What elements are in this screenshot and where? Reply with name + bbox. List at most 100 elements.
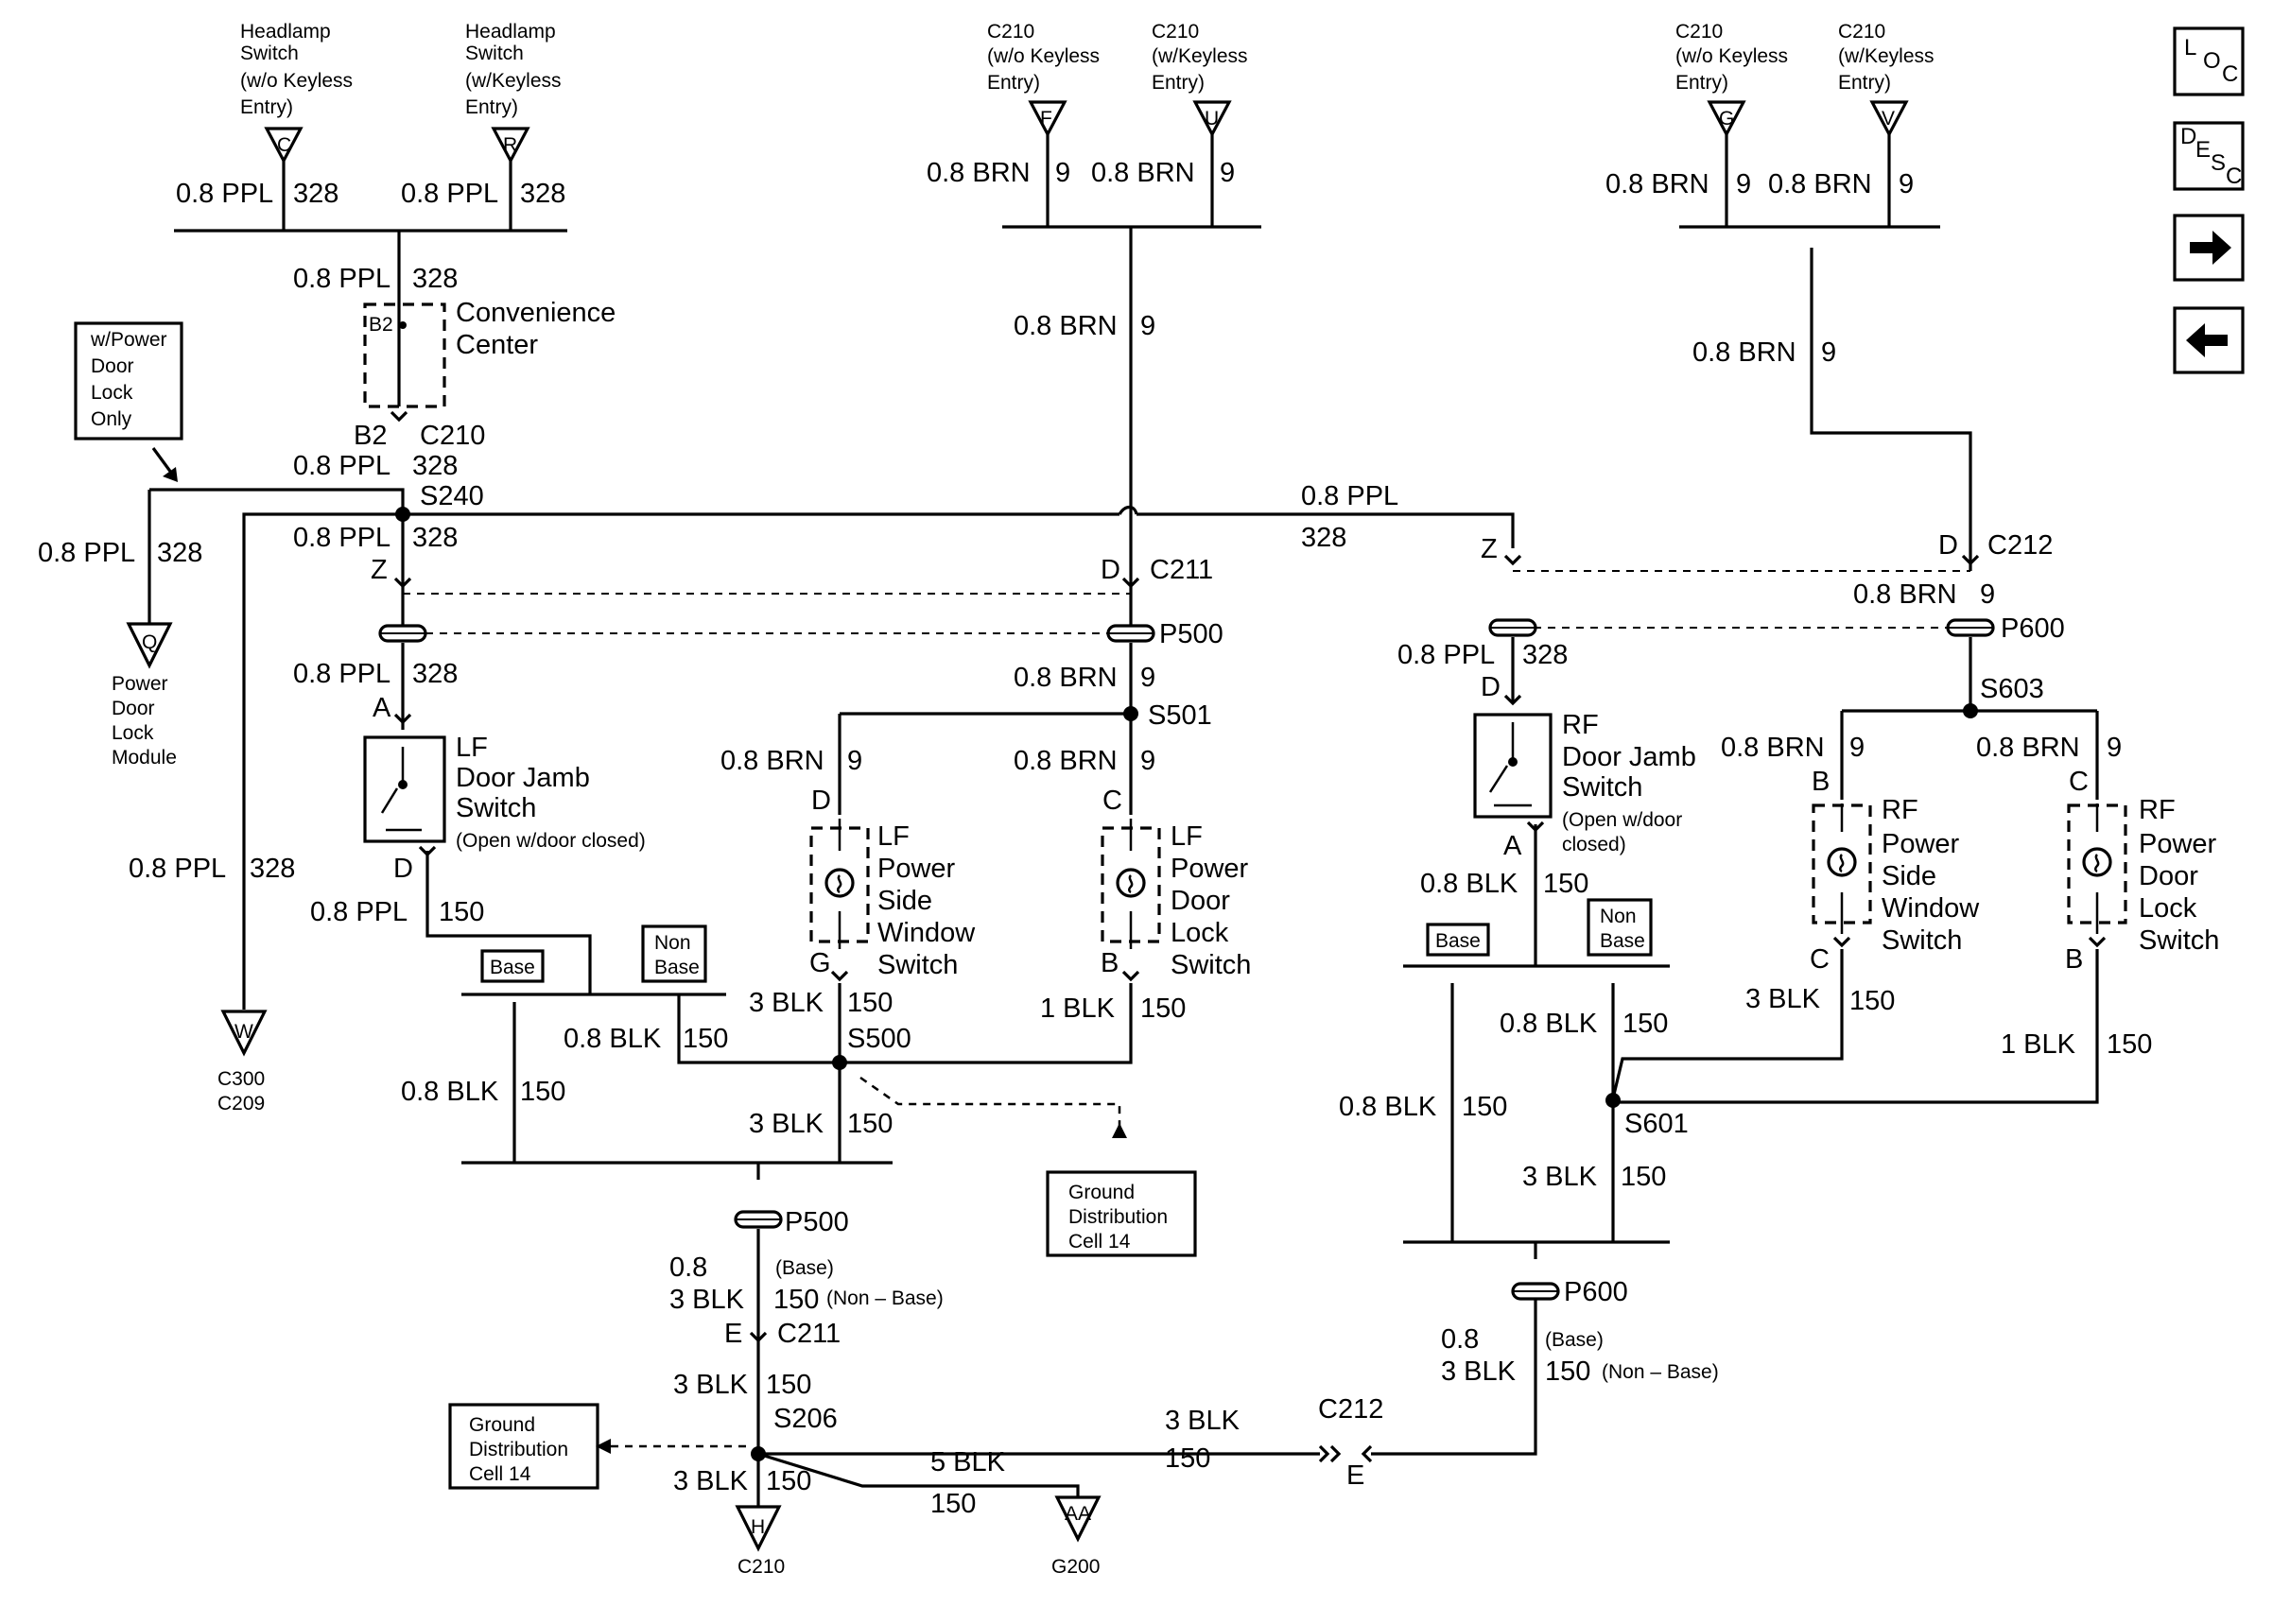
svg-text:Center: Center [456,330,538,360]
svg-text:328: 328 [250,854,295,884]
svg-text:9: 9 [847,746,862,776]
svg-text:C211: C211 [777,1319,841,1349]
svg-text:Switch: Switch [1171,950,1251,980]
svg-text:Z: Z [371,555,388,585]
svg-text:(w/Keyless: (w/Keyless [1838,45,1935,67]
svg-text:328: 328 [412,264,458,294]
svg-text:w/Power: w/Power [90,329,167,351]
svg-text:E: E [1346,1460,1364,1491]
next-page-button[interactable] [2173,214,2245,282]
svg-text:Entry): Entry) [465,96,518,118]
prev-page-button[interactable] [2173,306,2245,374]
svg-text:9: 9 [1980,579,1995,610]
svg-text:C210: C210 [1838,21,1885,43]
svg-text:Module: Module [112,747,177,769]
svg-text:0.8 PPL: 0.8 PPL [1301,481,1398,511]
svg-text:Headlamp: Headlamp [465,21,556,43]
headlamp-switch-c: Headlamp Switch (w/o Keyless Entry) Q C … [176,21,353,216]
svg-text:Side: Side [877,886,932,916]
lf-door-jamb-branch: 0.8 PPL 328 Z 0.8 PPL 328 A LF Door Jamb… [293,514,1131,977]
svg-text:Convenience: Convenience [456,298,616,328]
svg-text:328: 328 [293,179,338,209]
svg-text:C210: C210 [987,21,1034,43]
svg-text:0.8 BLK: 0.8 BLK [1500,1009,1598,1039]
svg-text:150: 150 [766,1466,811,1496]
arrow-right-icon [2190,231,2231,265]
svg-text:(w/o Keyless: (w/o Keyless [1675,45,1788,67]
svg-text:9: 9 [1736,169,1751,199]
svg-text:B2: B2 [369,314,393,336]
svg-text:W: W [234,1021,253,1043]
svg-text:0.8 PPL: 0.8 PPL [38,538,135,568]
svg-text:C210: C210 [1675,21,1723,43]
svg-text:G: G [809,948,831,978]
svg-text:S240: S240 [420,481,484,511]
power-door-lock-only-note: w/Power Door Lock Only [74,321,183,482]
base-nonbase-left: Base Non Base 0.8 BLK 150 0.8 BLK 150 [401,924,840,1149]
svg-text:C: C [1102,786,1122,816]
svg-text:C: C [2226,164,2242,189]
svg-text:(Non – Base): (Non – Base) [1602,1361,1719,1383]
svg-text:E: E [724,1319,742,1349]
svg-text:S206: S206 [773,1404,838,1434]
svg-text:9: 9 [1849,733,1865,763]
nav-loc-button[interactable]: L O C [2173,26,2245,96]
svg-text:B: B [1101,948,1119,978]
svg-text:0.8 PPL: 0.8 PPL [293,264,390,294]
svg-text:C: C [2069,767,2089,797]
svg-text:0.8 PPL: 0.8 PPL [176,179,273,209]
svg-text:Entry): Entry) [987,72,1040,94]
svg-text:3 BLK: 3 BLK [669,1285,745,1315]
svg-text:Door Jamb: Door Jamb [1562,742,1696,772]
svg-text:Base: Base [490,957,535,978]
svg-text:Switch: Switch [877,950,958,980]
svg-text:0.8 BRN: 0.8 BRN [927,158,1031,188]
svg-text:Cell 14: Cell 14 [1068,1231,1131,1253]
svg-text:Ground: Ground [469,1414,535,1436]
svg-text:RF: RF [1882,795,1918,825]
svg-text:0.8 PPL: 0.8 PPL [293,451,390,481]
connector-w-c300: 0.8 PPL 328 W C300 C209 [129,854,295,1114]
svg-text:150: 150 [1543,869,1588,899]
svg-text:0.8 BRN: 0.8 BRN [720,746,824,776]
svg-text:0.8 PPL: 0.8 PPL [401,179,498,209]
svg-text:B2: B2 [354,421,387,451]
rf-power-door-lock-switch: RF Power Door Lock Switch B 1 BLK 150 [1613,795,2219,1104]
power-door-lock-module: 0.8 PPL 328 Q Power Door Lock Module [38,490,202,769]
ground-distribution-cell-14-left: Ground Distribution Cell 14 [448,1403,747,1490]
svg-text:(Base): (Base) [775,1257,834,1279]
svg-text:0.8 BLK: 0.8 BLK [564,1024,662,1054]
svg-text:D: D [811,786,831,816]
s206-branches: 3 BLK 150 H C210 5 BLK 150 AA G200 3 BLK… [673,1297,1537,1578]
svg-text:9: 9 [1055,158,1070,188]
svg-text:150: 150 [1165,1443,1210,1474]
svg-text:150: 150 [847,1109,893,1139]
svg-text:(Open w/door closed): (Open w/door closed) [456,830,646,852]
svg-text:150: 150 [766,1370,811,1400]
svg-text:A: A [1503,831,1522,861]
svg-text:Base: Base [1435,930,1481,952]
base-nonbase-right: Base Non Base 0.8 BLK 150 0.8 BLK 150 [1339,898,1670,1229]
arrow-left-icon [2186,323,2228,357]
svg-text:Switch: Switch [1882,925,1962,956]
center-column-c211: D C211 P500 0.8 BRN 9 S501 0.8 BRN 9 0.8… [720,514,1223,816]
svg-text:P600: P600 [1564,1277,1628,1307]
svg-text:Switch: Switch [1562,772,1642,803]
svg-text:P500: P500 [785,1207,849,1237]
svg-text:328: 328 [412,523,458,553]
svg-text:Power: Power [877,854,956,884]
svg-text:Door: Door [112,698,155,719]
svg-text:0.8 BRN: 0.8 BRN [1014,311,1118,341]
svg-text:Lock: Lock [2139,893,2197,924]
svg-text:Z: Z [1481,534,1498,564]
svg-text:Switch: Switch [2139,925,2219,956]
svg-text:9: 9 [1140,663,1155,693]
svg-text:3 BLK: 3 BLK [1745,984,1821,1014]
svg-text:Distribution: Distribution [1068,1206,1168,1228]
svg-text:0.8 PPL: 0.8 PPL [293,523,390,553]
nav-desc-button[interactable]: D E S C [2173,121,2245,191]
svg-text:5 BLK: 5 BLK [930,1447,1006,1477]
rf-power-window-switch: RF Power Side Window Switch C 3 BLK 150 [1611,795,1980,1099]
svg-text:150: 150 [1140,993,1186,1024]
svg-text:Power: Power [112,673,168,695]
